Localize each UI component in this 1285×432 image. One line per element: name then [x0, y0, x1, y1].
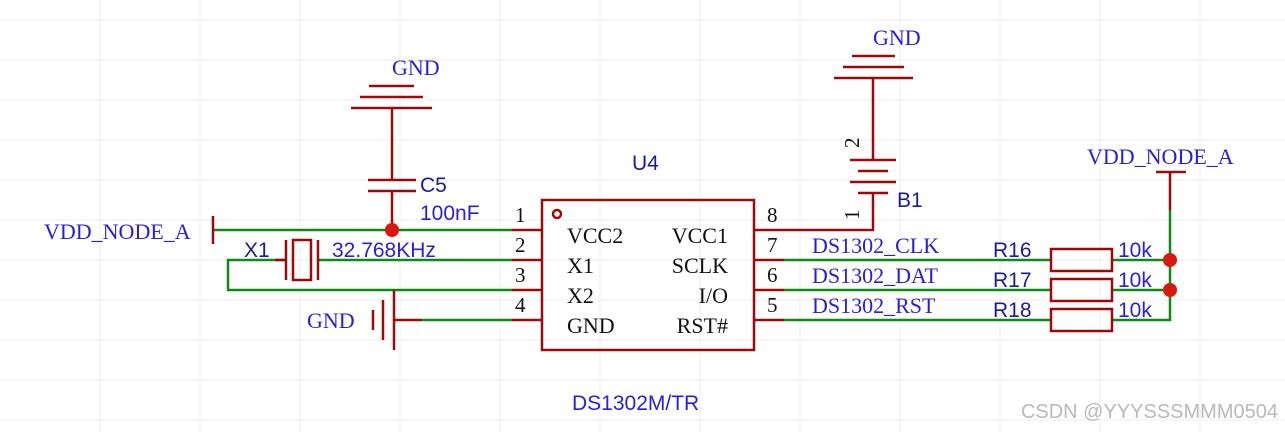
pin-name-x2: X2: [567, 283, 594, 308]
pin-name-vcc2: VCC2: [567, 223, 623, 248]
junction-c5: [385, 223, 399, 237]
b1-lead-bottom: [784, 193, 875, 232]
r16-body: [1049, 247, 1114, 273]
net-label-vdd-left: VDD_NODE_A: [44, 219, 191, 244]
r18-body: [1049, 307, 1114, 333]
junction-r16: [1163, 253, 1177, 267]
x1-body: [291, 238, 313, 282]
net-label-clk: DS1302_CLK: [812, 233, 939, 258]
pin-number-6: 6: [767, 263, 778, 287]
battery-b1[interactable]: GND 2 1 B1: [784, 25, 923, 232]
r18-value: 10k: [1118, 299, 1152, 322]
pin-number-3: 3: [515, 263, 526, 287]
chip-body[interactable]: [540, 198, 756, 352]
capacitor-c5[interactable]: GND C5 100nF: [351, 55, 480, 230]
x1-value: 32.768KHz: [332, 239, 436, 262]
chip-part-number: DS1302M/TR: [572, 392, 699, 415]
wire-x2-loop: [226, 258, 512, 292]
c5-designator: C5: [420, 174, 447, 197]
net-label-dat: DS1302_DAT: [812, 263, 938, 288]
watermark-text: CSDN @YYYSSSMMM0504: [1021, 401, 1278, 423]
pin-name-io: I/O: [699, 283, 728, 308]
pin-name-x1: X1: [567, 253, 594, 278]
wire-vdd-rail: [1112, 210, 1172, 322]
net-label-gnd-batt: GND: [873, 25, 921, 50]
junction-r17: [1163, 283, 1177, 297]
r16-value: 10k: [1118, 239, 1152, 262]
net-label-gnd-cap: GND: [392, 55, 440, 80]
net-label-vdd-right: VDD_NODE_A: [1087, 144, 1234, 169]
pin-name-gnd: GND: [567, 313, 615, 338]
pin-number-2: 2: [515, 233, 526, 257]
wires: [213, 210, 1172, 322]
pin1-marker: [551, 208, 563, 220]
pin-name-vcc1: VCC1: [672, 223, 728, 248]
b1-pin-bottom-number: 1: [840, 210, 864, 221]
net-label-rst: DS1302_RST: [812, 293, 936, 318]
r17-body: [1049, 277, 1114, 303]
r18-designator: R18: [993, 299, 1032, 322]
pin-number-1: 1: [515, 203, 526, 227]
pin-number-4: 4: [515, 293, 526, 317]
pin-number-8: 8: [767, 203, 778, 227]
r17-designator: R17: [993, 269, 1032, 292]
net-label-gnd-chip: GND: [307, 308, 355, 333]
x1-designator: X1: [244, 239, 270, 262]
r17-value: 10k: [1118, 269, 1152, 292]
pin-number-7: 7: [767, 233, 778, 257]
vdd-port-right[interactable]: VDD_NODE_A: [1087, 144, 1234, 210]
r16-designator: R16: [993, 239, 1032, 262]
c5-value: 100nF: [420, 202, 480, 225]
chip-designator: U4: [632, 152, 659, 175]
pin-number-5: 5: [767, 293, 778, 317]
pin-name-sclk: SCLK: [672, 253, 728, 278]
pin-name-rst: RST#: [677, 313, 728, 338]
resistor-r17[interactable]: R17 10k: [993, 269, 1152, 303]
b1-pin-top-number: 2: [840, 138, 864, 149]
b1-designator: B1: [897, 189, 923, 212]
gnd-symbol-chip[interactable]: GND: [307, 290, 422, 350]
resistor-r18[interactable]: R18 10k: [993, 299, 1152, 333]
chip-u4[interactable]: U4 DS1302M/TR 1 2 3 4 VCC2 X1 X2 GND 8 7…: [512, 152, 784, 415]
vdd-port-left[interactable]: VDD_NODE_A: [44, 216, 215, 244]
crystal-x1[interactable]: X1 32.768KHz: [244, 238, 436, 282]
resistor-r16[interactable]: R16 10k: [993, 239, 1152, 273]
